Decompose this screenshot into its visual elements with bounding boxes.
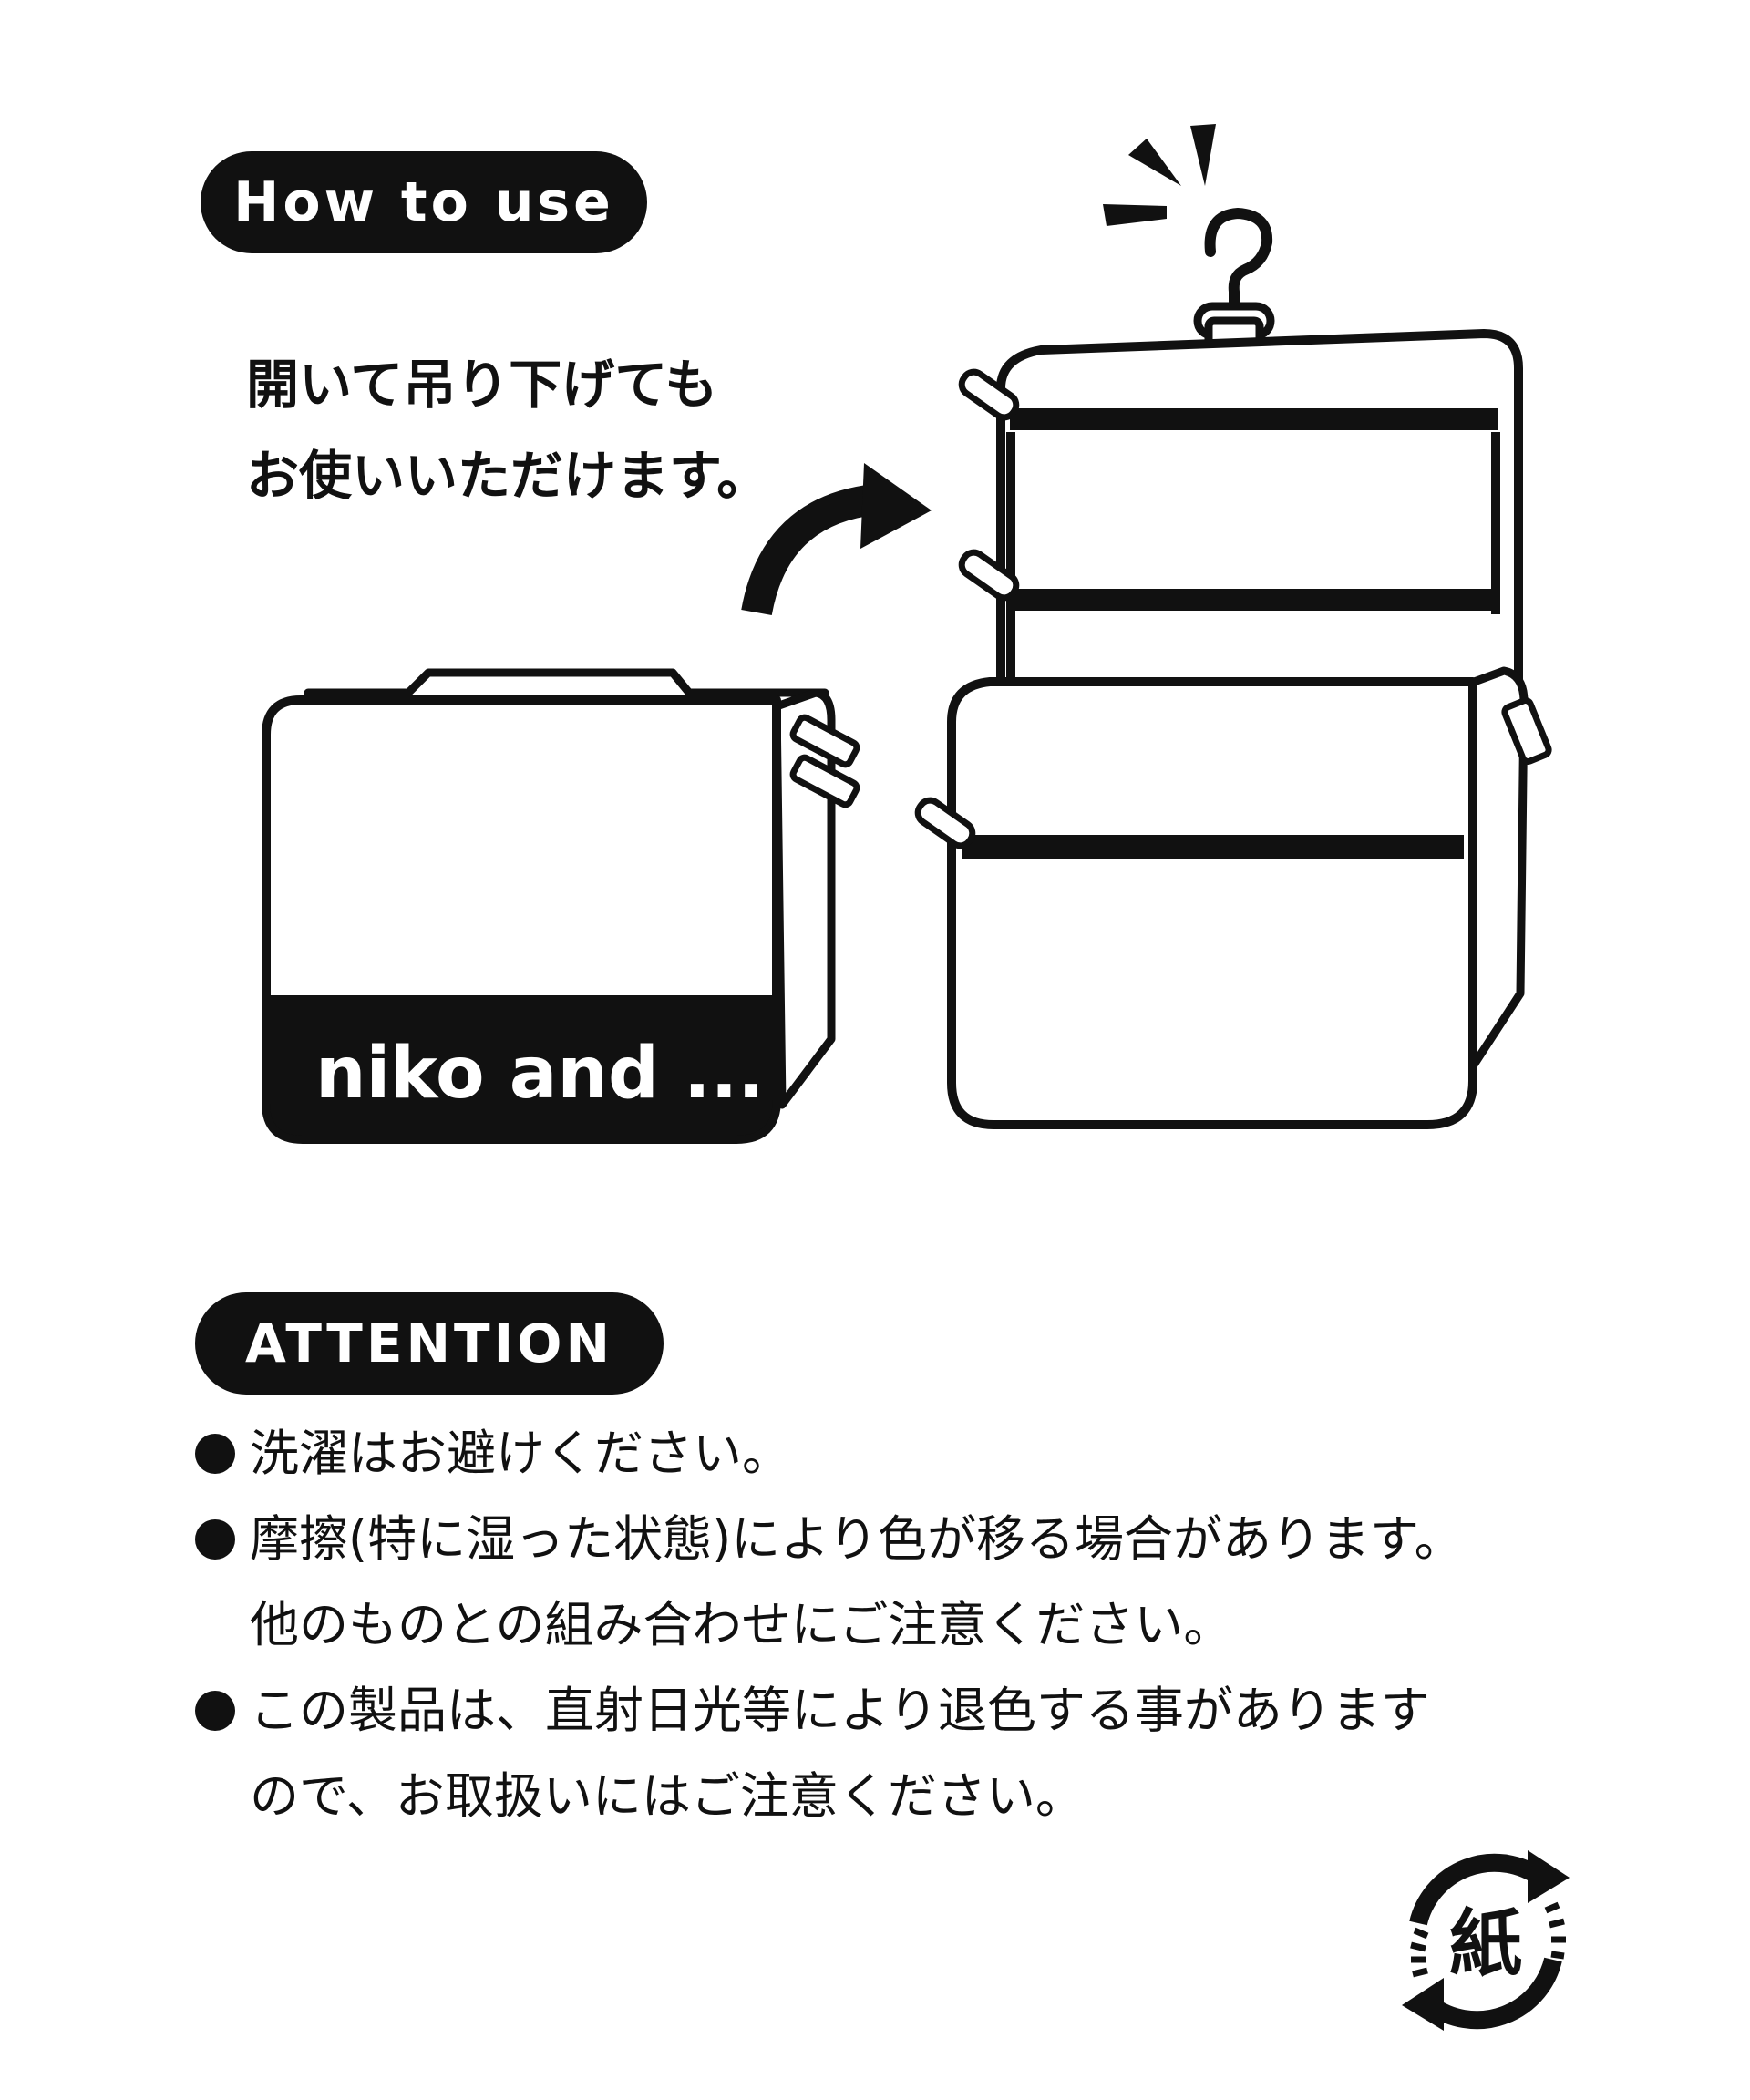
attention-item-3-line-1: この製品は、直射日光等により退色する事があります — [250, 1682, 1430, 1739]
how-to-use-heading: How to use — [201, 151, 647, 253]
closed-pouch-illustration — [262, 668, 860, 1144]
attention-heading-text: ATTENTION — [245, 1312, 613, 1374]
attention-item: 洗濯はお避けください。 — [195, 1411, 1653, 1497]
attention-item-1-line-1: 洗濯はお避けください。 — [250, 1425, 791, 1482]
zipper-pull-icon — [914, 368, 1552, 849]
brand-logo-text: niko and ... — [315, 1033, 765, 1115]
emphasis-marks-icon — [1103, 124, 1216, 226]
bullet-icon — [195, 1411, 250, 1497]
bullet-icon — [195, 1668, 250, 1754]
attention-item: 摩擦(特に湿った状態)により色が移る場合があります。 他のものとの組み合わせにご… — [195, 1497, 1653, 1668]
attention-item: この製品は、直射日光等により退色する事があります ので、お取扱いにはご注意くださ… — [195, 1668, 1653, 1839]
usage-instruction-line-2: お使いいただけます。 — [246, 445, 770, 507]
pouch-illustration: niko and ... — [262, 124, 1552, 1144]
attention-list: 洗濯はお避けください。 摩擦(特に湿った状態)により色が移る場合があります。 他… — [195, 1411, 1653, 1839]
curved-arrow-icon — [741, 463, 932, 616]
hanging-pouch-illustration — [914, 124, 1552, 1129]
attention-item-3-line-2: ので、お取扱いにはご注意ください。 — [250, 1767, 1085, 1825]
usage-instruction-line-1: 開いて吊り下げても — [246, 354, 718, 416]
attention-heading: ATTENTION — [195, 1292, 664, 1395]
how-to-use-heading-text: How to use — [233, 170, 614, 234]
usage-instruction: 開いて吊り下げても お使いいただけます。 — [246, 339, 769, 521]
paper-recycling-label: 紙 — [1449, 1901, 1522, 1986]
attention-item-2-line-1: 摩擦(特に湿った状態)により色が移る場合があります。 — [250, 1510, 1464, 1568]
bullet-icon — [195, 1497, 250, 1582]
zipper-pull-icon — [789, 714, 860, 808]
attention-item-2-line-2: 他のものとの組み合わせにご注意ください。 — [250, 1596, 1233, 1653]
